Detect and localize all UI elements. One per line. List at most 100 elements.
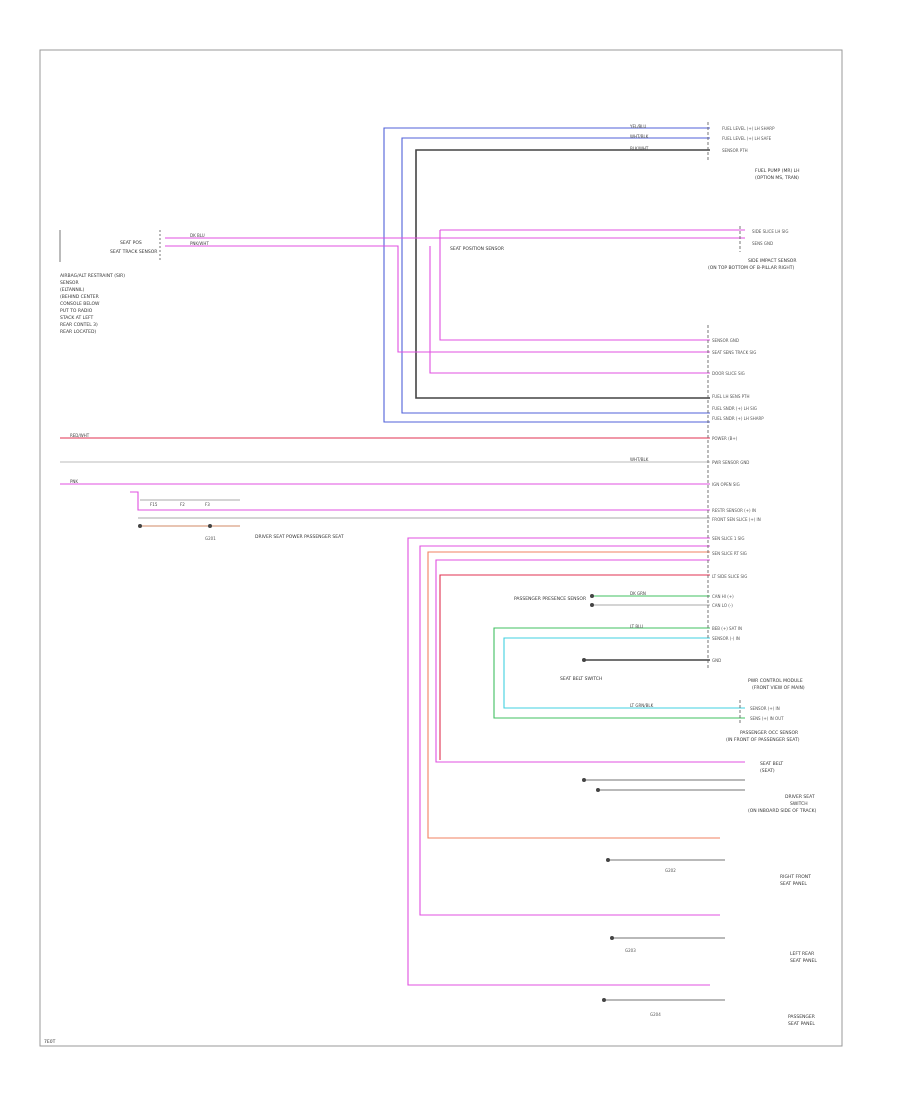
rf-seat-line-2: SEAT PANEL [780, 881, 807, 887]
wire-pink-2 [165, 245, 710, 353]
small-components: SEAT POSITION SENSOR DRIVER SEAT POWER P… [255, 246, 602, 682]
left-module-line-6: PUT TO RADIO [60, 308, 93, 314]
left-module-pin-1: SEAT POS [120, 240, 142, 246]
occupant-sensor: SENSOR (+) IN SENS (+) IN OUT PASSENGER … [726, 706, 800, 743]
ground-label-2: G202 [665, 868, 676, 873]
left-module: SEAT POS SEAT TRACK SENSOR AIRBAG/ALT RE… [59, 230, 161, 335]
main-pin-7: POWER (B+) [712, 436, 738, 441]
wire-cyan [503, 637, 745, 709]
pass-line-1: PASSENGER [788, 1014, 815, 1020]
side-impact-sensor: SIDE SLICE LH SIG SENS GND SIDE IMPACT S… [708, 229, 796, 271]
fuel-line-1: FUEL PUMP (MR) LH [755, 168, 800, 174]
wire-green [493, 627, 745, 719]
wire-label-7: LT BLU [630, 624, 643, 629]
occ-line-1: PASSENGER OCC SENSOR [740, 730, 798, 736]
main-pin-19: GND [712, 658, 721, 663]
fuse-label-3: F3 [205, 502, 210, 507]
wire-pink-v3 [435, 559, 745, 763]
wire-label-10: DK GRN [630, 591, 646, 596]
wire-red-v [439, 574, 710, 760]
wire-label-1: YEL/BLU [629, 124, 646, 129]
fuel-line-2: (OPTION MS, TRAN) [755, 175, 799, 181]
passenger-seat: PASSENGER SEAT PANEL [788, 1014, 815, 1027]
left-module-line-4: (BEHIND CENTER [60, 294, 99, 300]
side-line-1: SIDE IMPACT SENSOR [748, 258, 796, 264]
left-module-line-5: CONSOLE BELOW [60, 301, 100, 307]
wire-label-4: DK BLU [190, 233, 205, 238]
seat-belt-component: SEAT BELT (SEAT) [760, 761, 783, 774]
left-module-line-8: REAR CONTEL 3) [60, 322, 98, 328]
wire-blue-outer [383, 127, 710, 423]
splice-dots [138, 524, 614, 1002]
main-pin-12: SEN SLICE 1 SIG [712, 536, 745, 541]
occ-line-2: (IN FRONT OF PASSENGER SEAT) [726, 737, 800, 743]
main-pin-11: FRONT SEN SLICE (+) IN [712, 517, 761, 522]
switch-line-2: SWITCH [790, 801, 808, 807]
left-module-line-1: AIRBAG/ALT RESTRAINT (SIR) [60, 273, 125, 279]
main-pin-15: CAN HI (+) [712, 594, 734, 599]
wire-label-8: PNK [70, 479, 78, 484]
wire-pink-v2 [419, 545, 720, 916]
main-pin-9: IGN OPEN SIG [712, 482, 740, 487]
belt-line-1: SEAT BELT [760, 761, 783, 767]
left-module-line-2: SENSOR [60, 280, 79, 286]
wire-label-9: RED/WHT [70, 433, 90, 438]
left-module-pin-2: SEAT TRACK SENSOR [110, 249, 157, 255]
switch-line-3: (ON INBOARD SIDE OF TRACK) [748, 808, 817, 814]
occ-pin-1: SENSOR (+) IN [750, 706, 780, 711]
ground-label-3: G203 [625, 948, 636, 953]
right-front-seat: RIGHT FRONT SEAT PANEL [780, 874, 811, 887]
main-pin-8: PWR SENSOR GND [712, 460, 749, 465]
wire-label-6: WHT/BLK [630, 457, 649, 462]
wire-pink-5 [429, 246, 710, 374]
main-pin-labels: SENSOR GND SEAT SENS TRACK SIG DOOR SLIC… [712, 338, 764, 663]
belt-line-2: (SEAT) [760, 768, 775, 774]
main-module-line-2: (FRONT VIEW OF MAIN) [752, 685, 805, 691]
ground-label-4: G204 [650, 1012, 661, 1017]
left-module-line-3: (ELTANNIL) [60, 287, 85, 293]
wire-black [415, 149, 710, 399]
left-rear-seat: LEFT REAR SEAT PANEL [790, 951, 817, 964]
small-comp-4: SEAT BELT SWITCH [560, 676, 602, 682]
lr-seat-line-2: SEAT PANEL [790, 958, 817, 964]
ground-label-1: G201 [205, 536, 216, 541]
small-comp-2: DRIVER SEAT POWER PASSENGER SEAT [255, 534, 344, 540]
pwr-control-module: PWR CONTROL MODULE (FRONT VIEW OF MAIN) [748, 678, 805, 691]
side-pin-2: SENS GND [752, 241, 773, 246]
main-pin-1: SENSOR GND [712, 338, 739, 343]
switch-line-1: DRIVER SEAT [785, 794, 815, 800]
rf-seat-line-1: RIGHT FRONT [780, 874, 811, 880]
wire-pink-4 [439, 230, 710, 341]
wire-label-11: LT GRN/BLK [630, 703, 654, 708]
pass-line-2: SEAT PANEL [788, 1021, 815, 1027]
main-pin-16: CAN LO (-) [712, 603, 733, 608]
small-comp-1: SEAT POSITION SENSOR [450, 246, 504, 252]
main-pin-14: LT SIDE SLICE SIG [712, 574, 747, 579]
main-pin-10: RESTR SENSOR (+) IN [712, 508, 756, 513]
diagram-frame [39, 49, 843, 1047]
wire-label-2: WHT/BLK [630, 134, 649, 139]
main-module-line-1: PWR CONTROL MODULE [748, 678, 803, 684]
footer-code: 7E0T [44, 1039, 56, 1045]
fuel-pin-3: SENSOR PTH [722, 148, 748, 153]
main-pin-13: SEN SLICE RT SIG [712, 551, 747, 556]
main-pin-18: SENSOR (-) IN [712, 636, 740, 641]
grounds: G201 G202 G203 G204 [205, 536, 676, 1017]
main-pin-6: FUEL SNDR (+) LH SHARP [712, 416, 764, 421]
main-pin-4: FUEL LH SENS PTH [712, 394, 750, 399]
main-pin-17: BEB (+) SAT IN [712, 626, 742, 631]
fuse-labels: F15 F2 F3 [150, 502, 210, 507]
fuse-label-1: F15 [150, 502, 158, 507]
fuel-pin-2: FUEL LEVEL (+) LH SAFE [722, 136, 772, 141]
wire-orange [427, 551, 720, 839]
wire-label-3: BLK/WHT [630, 146, 649, 151]
fuel-pump-module: FUEL LEVEL (+) LH SHARP FUEL LEVEL (+) L… [722, 126, 800, 181]
small-comp-3: PASSENGER PRESENCE SENSOR [514, 596, 586, 602]
left-module-line-7: STACK AT LEFT [60, 315, 94, 321]
occ-pin-2: SENS (+) IN OUT [750, 716, 784, 721]
main-pin-3: DOOR SLICE SIG [712, 371, 745, 376]
left-module-line-9: REAR LOCATED) [60, 329, 96, 335]
side-line-2: (ON TOP BOTTOM OF B-PILLAR RIGHT) [708, 265, 794, 271]
wire-blue-inner [401, 137, 710, 414]
